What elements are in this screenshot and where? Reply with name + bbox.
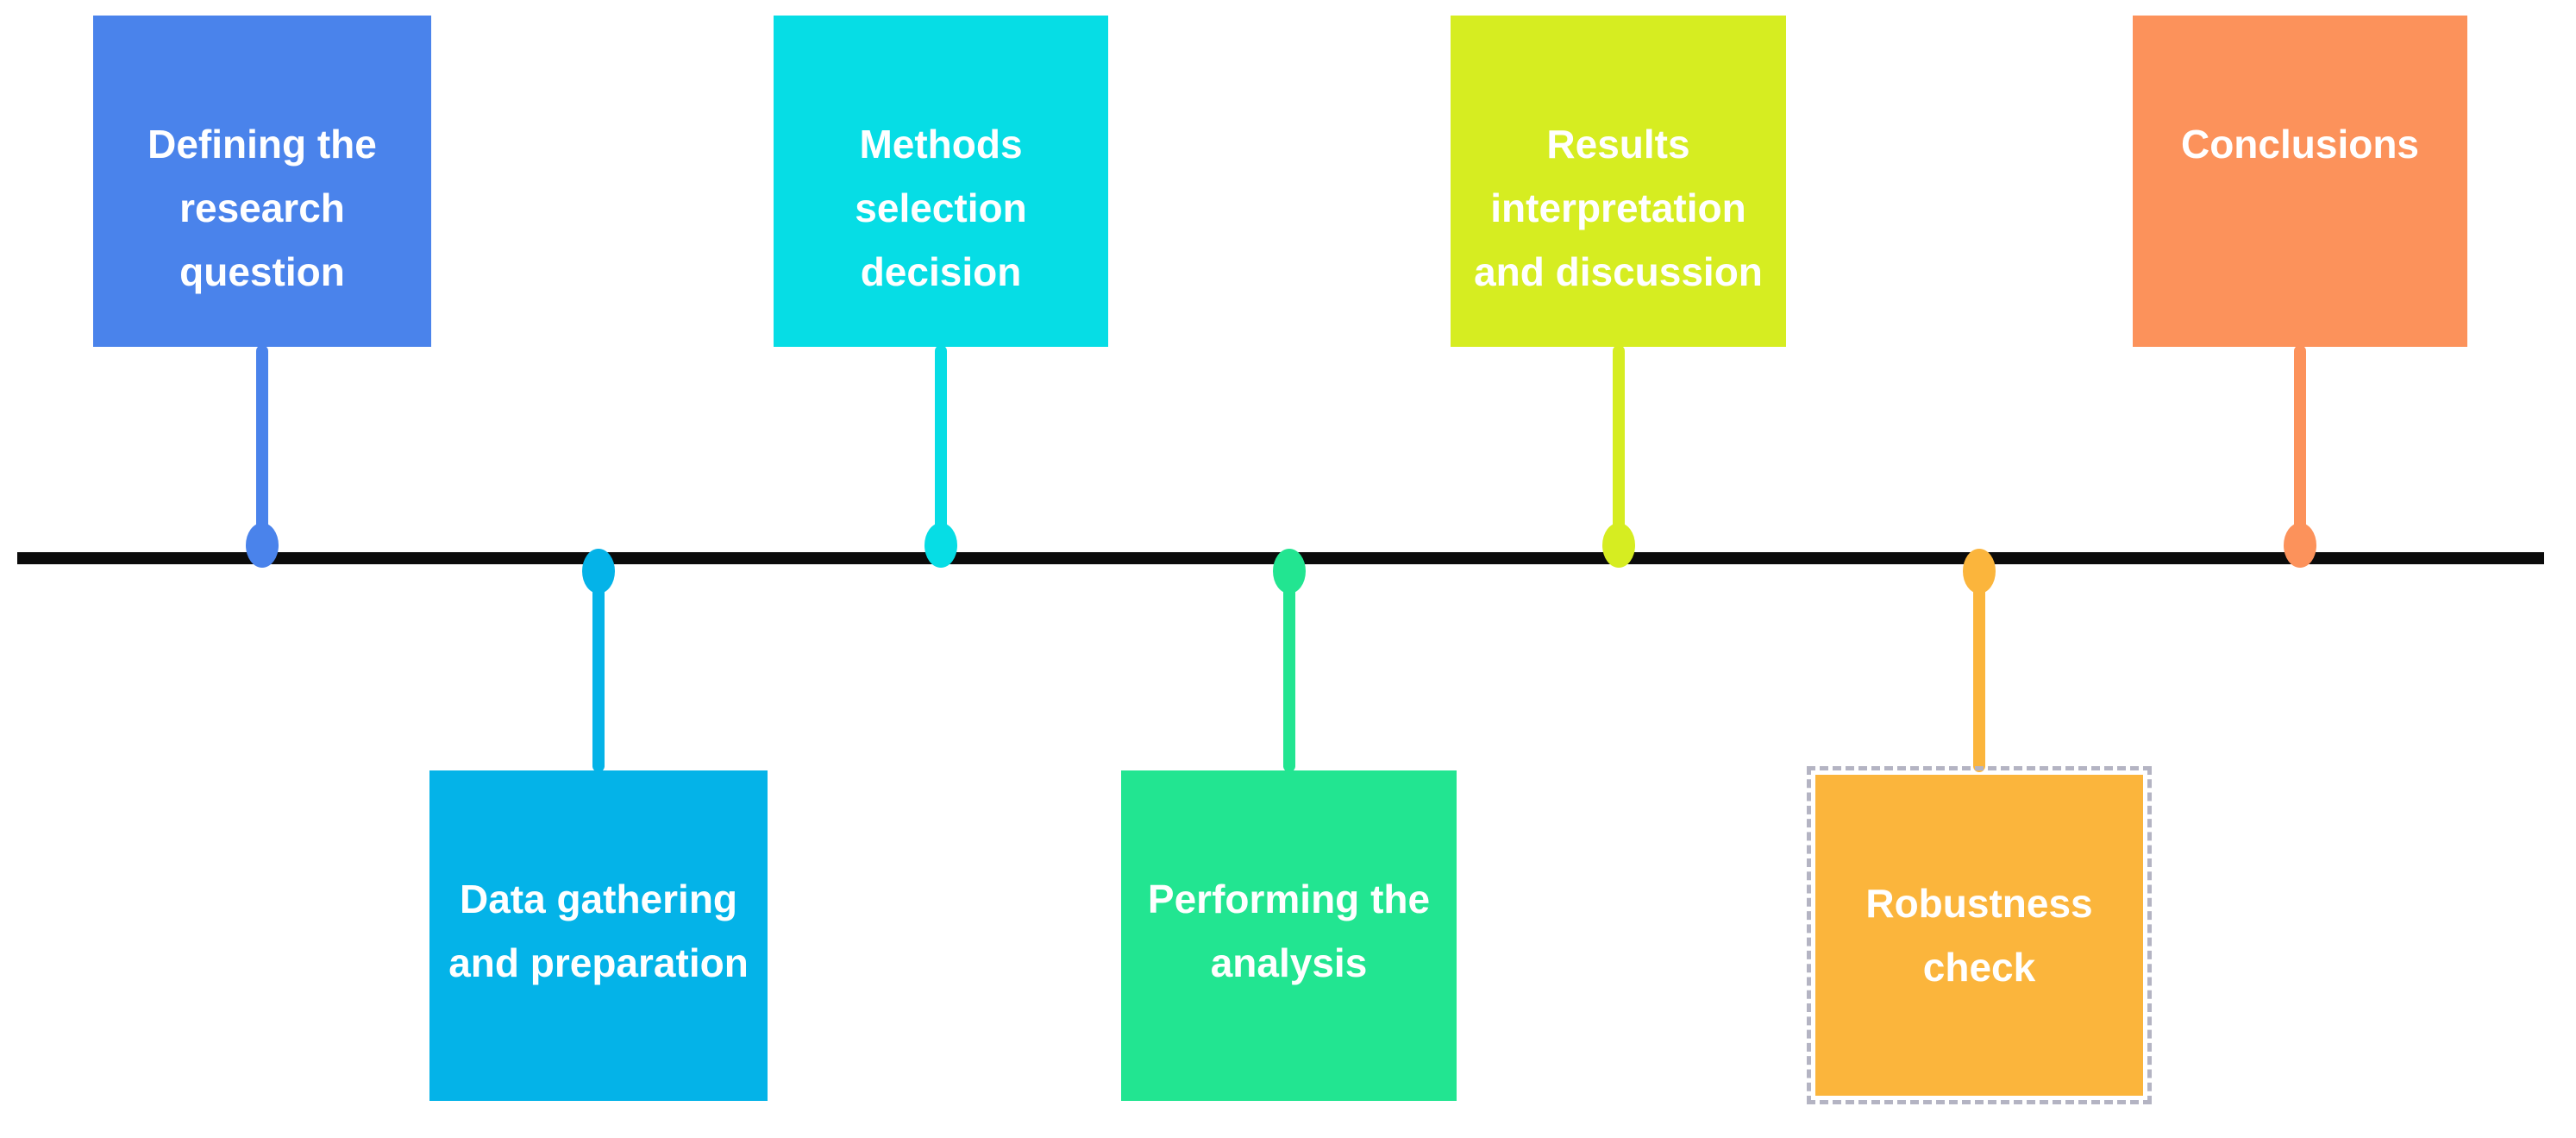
step-dot — [1963, 549, 1996, 594]
timeline-step-box: Results interpretation and discussion — [1451, 16, 1786, 347]
timeline-step-box: Conclusions — [2133, 16, 2467, 347]
step-label: Results interpretation and discussion — [1451, 16, 1786, 304]
step-connector — [592, 557, 605, 772]
step-label: Performing the analysis — [1121, 770, 1457, 995]
step-connector — [1613, 345, 1625, 559]
step-dot — [1602, 523, 1635, 568]
step-label-line: check — [1922, 945, 2036, 990]
step-label-line: research — [179, 185, 345, 230]
step-connector — [256, 345, 268, 559]
step-dot — [2284, 523, 2316, 568]
step-label-line: interpretation — [1490, 185, 1746, 230]
step-dot — [582, 549, 615, 594]
step-label-line: Performing the — [1147, 877, 1431, 921]
step-label: Robustness check — [1815, 775, 2143, 999]
step-dot — [246, 523, 279, 568]
step-label: Conclusions — [2133, 16, 2467, 176]
step-connector — [1973, 557, 1985, 772]
step-connector — [935, 345, 947, 559]
step-label-line: selection — [855, 185, 1027, 230]
timeline-step-box: Methods selection decision — [774, 16, 1108, 347]
step-label-line: Conclusions — [2180, 122, 2420, 167]
step-label: Defining the research question — [93, 16, 431, 304]
step-label-line: Data gathering — [459, 877, 738, 921]
timeline-step-box: Performing the analysis — [1121, 770, 1457, 1101]
step-label-line: analysis — [1210, 940, 1368, 985]
timeline-step-box: Defining the research question — [93, 16, 431, 347]
timeline-step-box: Data gathering and preparation — [429, 770, 768, 1101]
step-label: Methods selection decision — [774, 16, 1108, 304]
step-label: Data gathering and preparation — [429, 770, 768, 995]
step-label-line: Results — [1546, 122, 1690, 167]
step-label-line: and preparation — [448, 940, 749, 985]
step-label-line: Defining the — [147, 122, 377, 167]
step-dot — [924, 523, 957, 568]
step-connector — [1283, 557, 1295, 772]
timeline-step-box: Robustness check — [1807, 766, 2152, 1104]
step-label-line: Robustness — [1865, 881, 2093, 926]
step-label-line: decision — [860, 249, 1022, 294]
step-label-line: question — [179, 249, 345, 294]
step-label-line: and discussion — [1474, 249, 1763, 294]
step-connector — [2294, 345, 2306, 559]
step-label-line: Methods — [859, 122, 1023, 167]
step-dot — [1273, 549, 1306, 594]
